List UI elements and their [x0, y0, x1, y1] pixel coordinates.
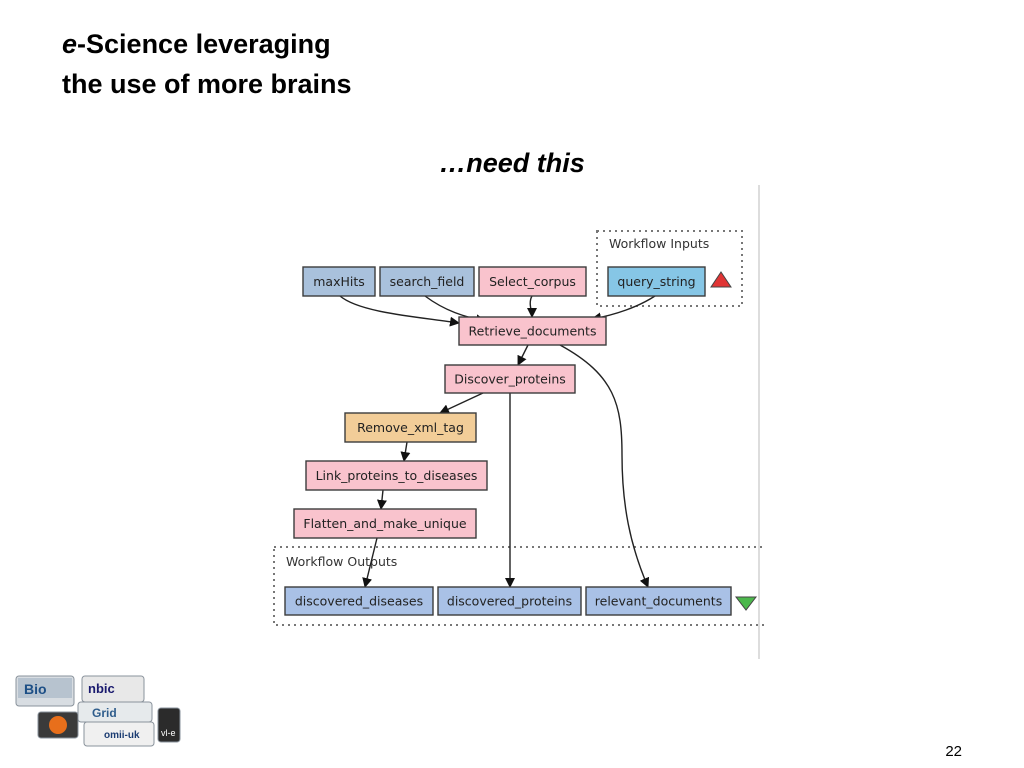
edge-maxhits-retrieve	[339, 295, 460, 327]
workflow-diagram: Workflow Inputs Workflow Outputs maxHits…	[270, 185, 775, 663]
node-remove-xml-tag[interactable]: Remove_xml_tag	[344, 412, 477, 443]
svg-text:maxHits: maxHits	[313, 274, 365, 289]
svg-text:Flatten_and_make_unique: Flatten_and_make_unique	[303, 516, 466, 531]
collapse-down-icon[interactable]	[734, 596, 758, 611]
workflow-inputs-group	[596, 230, 743, 307]
taverna-logo	[37, 711, 79, 739]
node-flatten-and-make-unique[interactable]: Flatten_and_make_unique	[293, 508, 477, 539]
svg-text:Discover_proteins: Discover_proteins	[454, 372, 566, 387]
node-retrieve-documents[interactable]: Retrieve_documents	[458, 316, 607, 346]
vle-logo: vl-e	[157, 707, 181, 743]
workflow-outputs-label: Workflow Outputs	[286, 554, 397, 569]
edge-discover-removexml	[439, 392, 484, 414]
svg-text:vl-e: vl-e	[161, 728, 176, 738]
page-number: 22	[945, 743, 962, 760]
svg-text:discovered_diseases: discovered_diseases	[295, 594, 423, 609]
title-line-1: e-Science leveraging	[62, 24, 352, 64]
node-maxhits[interactable]: maxHits	[302, 266, 376, 297]
svg-text:Link_proteins_to_diseases: Link_proteins_to_diseases	[316, 468, 478, 483]
node-discovered-diseases[interactable]: discovered_diseases	[284, 586, 434, 616]
workflow-inputs-label: Workflow Inputs	[609, 236, 709, 251]
grid-logo: Grid	[77, 701, 153, 723]
title-line-1-rest: -Science leveraging	[77, 29, 331, 59]
edge-removexml-link	[400, 441, 411, 462]
bio-logo: Bio	[15, 675, 75, 707]
nbic-logo: nbic	[81, 675, 145, 703]
svg-text:relevant_documents: relevant_documents	[595, 594, 722, 609]
title-line-2: the use of more brains	[62, 69, 352, 99]
node-relevant-documents[interactable]: relevant_documents	[585, 586, 732, 616]
svg-text:Bio: Bio	[24, 681, 47, 697]
svg-text:discovered_proteins: discovered_proteins	[447, 594, 572, 609]
edge-selectcorpus-retrieve	[526, 295, 537, 318]
workflow-diagram-svg: Workflow Inputs Workflow Outputs maxHits…	[273, 185, 775, 659]
node-discovered-proteins[interactable]: discovered_proteins	[437, 586, 582, 616]
svg-text:Grid: Grid	[92, 706, 117, 720]
edge-querystring-retrieve	[591, 295, 656, 323]
edge-retrieve-relevant	[559, 344, 650, 588]
node-search-field[interactable]: search_field	[379, 266, 475, 297]
omii-uk-logo: omii-uk	[83, 721, 155, 747]
node-link-proteins-to-diseases[interactable]: Link_proteins_to_diseases	[305, 460, 488, 491]
node-discover-proteins[interactable]: Discover_proteins	[444, 364, 576, 394]
svg-text:omii-uk: omii-uk	[104, 730, 140, 741]
partner-logos: Bio nbic Grid omii-uk vl-e	[12, 672, 182, 750]
slide-title: e-Science leveraging the use of more bra…	[62, 24, 352, 104]
svg-text:Remove_xml_tag: Remove_xml_tag	[357, 420, 464, 435]
edge-link-flatten	[376, 489, 387, 510]
slide-subtitle: …need this	[439, 148, 585, 178]
title-italic-e: e	[62, 29, 78, 59]
workflow-outputs-group	[273, 546, 775, 626]
svg-text:Select_corpus: Select_corpus	[489, 274, 576, 289]
node-query-string[interactable]: query_string	[607, 266, 706, 297]
edges	[339, 295, 656, 588]
svg-text:Retrieve_documents: Retrieve_documents	[469, 324, 597, 339]
collapse-up-icon[interactable]	[710, 271, 732, 288]
svg-text:query_string: query_string	[617, 274, 695, 289]
svg-text:nbic: nbic	[88, 681, 115, 696]
partner-logos-svg: Bio nbic Grid omii-uk vl-e	[15, 675, 181, 747]
edge-retrieve-discover	[517, 344, 529, 366]
svg-text:search_field: search_field	[390, 274, 465, 289]
edge-flatten-discovered-diseases	[362, 537, 378, 588]
node-select-corpus[interactable]: Select_corpus	[478, 266, 587, 297]
